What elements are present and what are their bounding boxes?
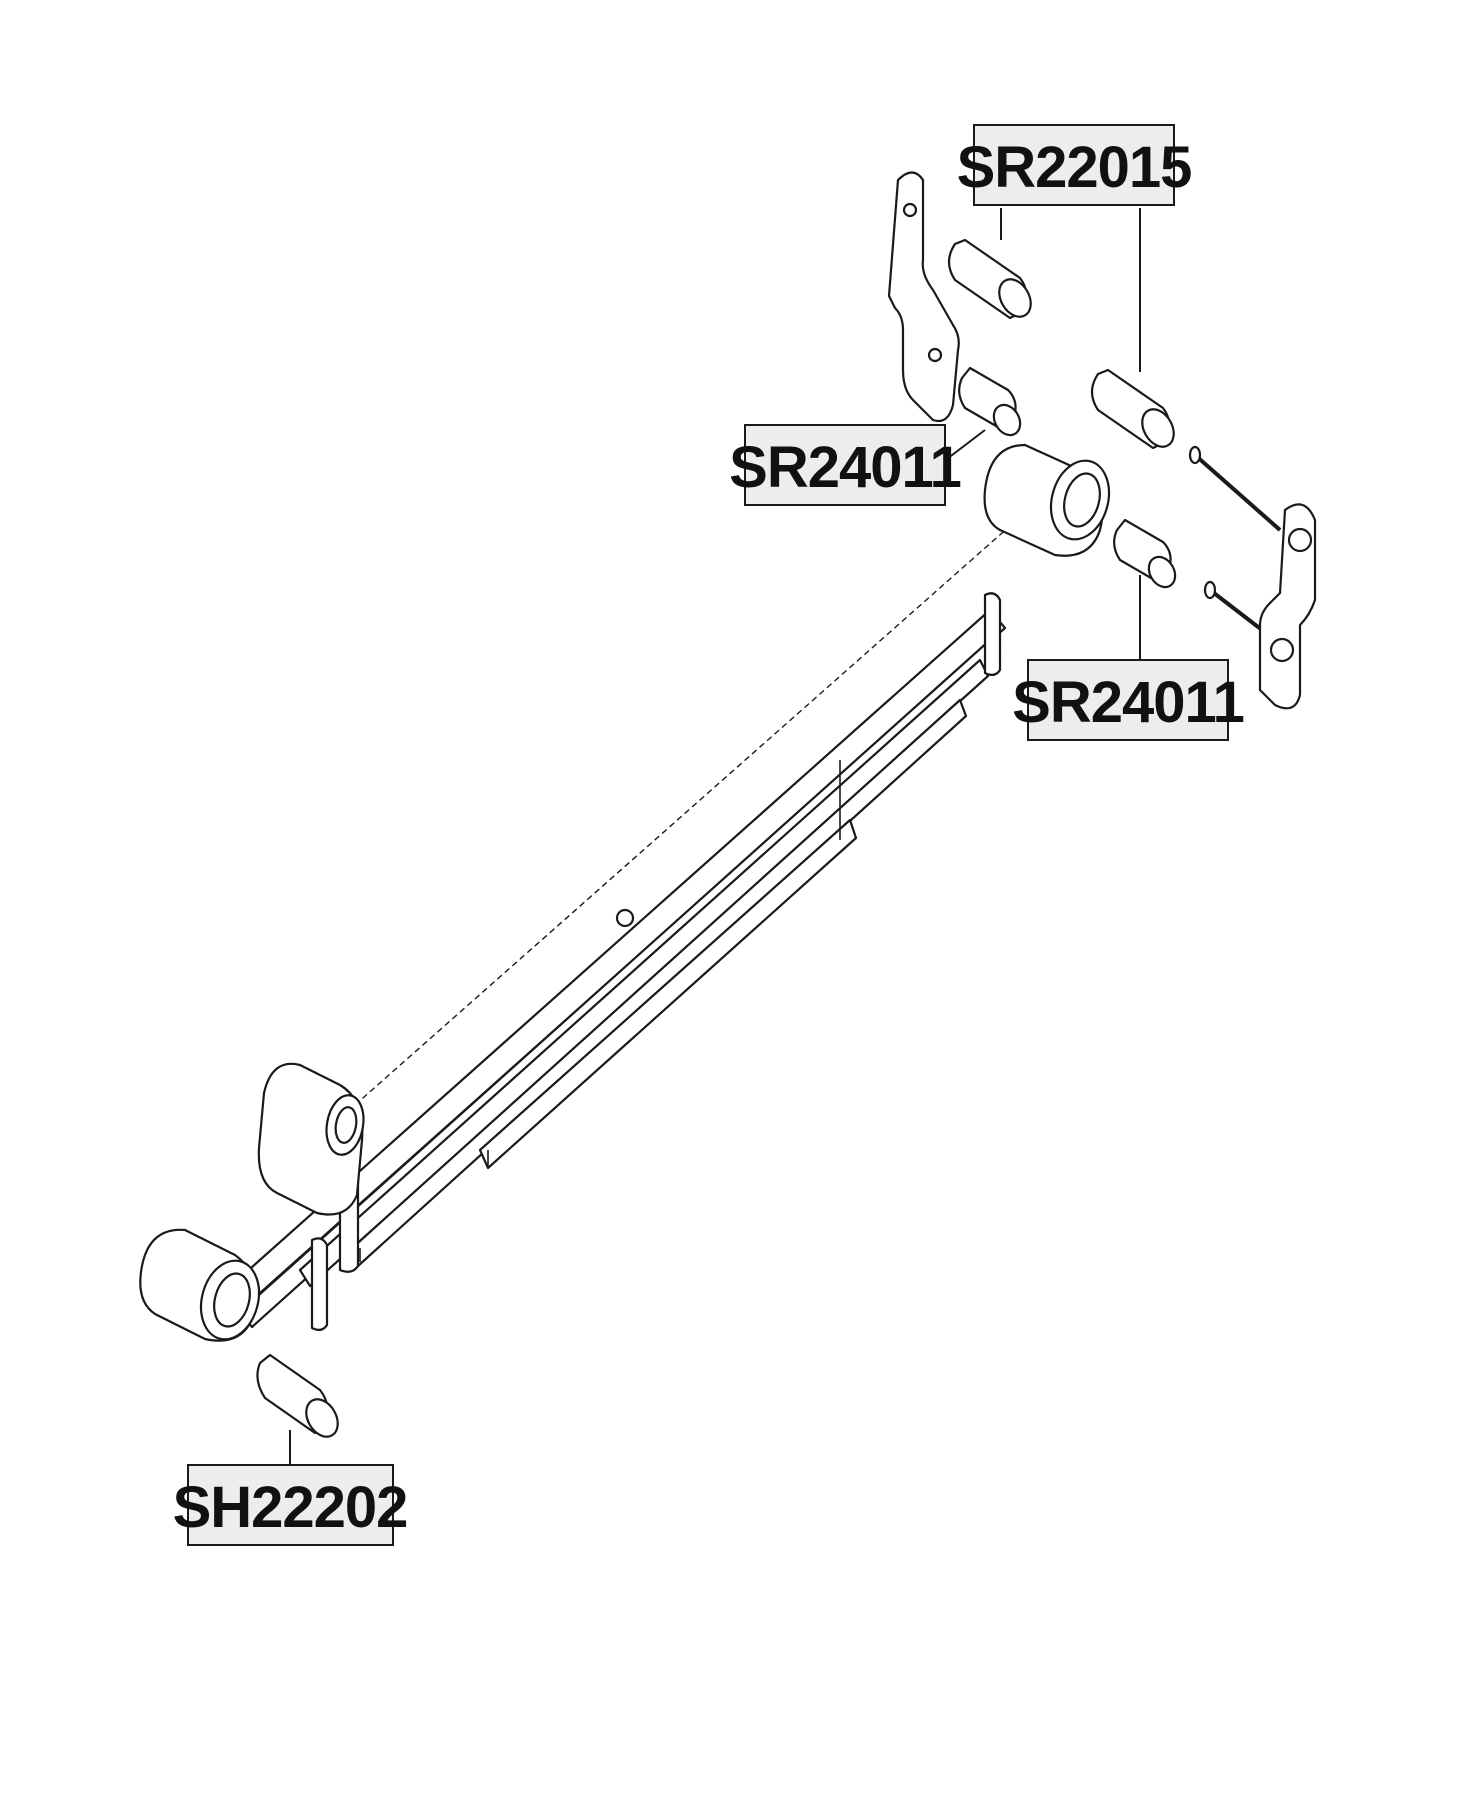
bushing-sr24011-b [1113,518,1177,589]
label-sr22015: SR22015 [957,124,1192,206]
bushing-sr22015-b [1090,368,1175,450]
spring-eye-front [983,443,1111,557]
leaf-spring [139,443,1111,1342]
rear-hanger [257,1062,365,1216]
spring-leaf-5 [478,818,858,1170]
leader-sr24011-upper [942,429,986,463]
label-sr24011-upper-text: SR24011 [729,435,961,500]
shackle-bracket-upper [887,171,960,423]
center-bolt-icon [615,908,635,928]
label-sh22202: SH22202 [173,1464,408,1546]
spring-clamp-rear [310,1237,329,1332]
label-sr24011-lower-text: SR24011 [1012,670,1244,735]
spring-clamp-front [983,592,1002,677]
bushing-sh22202 [256,1353,339,1438]
spring-leaf-3 [298,658,990,1288]
label-sr24011-lower: SR24011 [1012,659,1245,741]
axis-line [354,494,1046,1106]
shackle-assembly [1188,445,1317,710]
bushing-sr22015-a [947,238,1032,320]
spring-eye-rear [139,1228,261,1342]
spring-leaf-4 [348,698,968,1268]
bushing-sr24011-a [958,366,1022,437]
label-sr22015-text: SR22015 [957,135,1192,200]
label-sr24011-upper: SR24011 [729,424,962,506]
label-sh22202-text: SH22202 [173,1475,408,1540]
